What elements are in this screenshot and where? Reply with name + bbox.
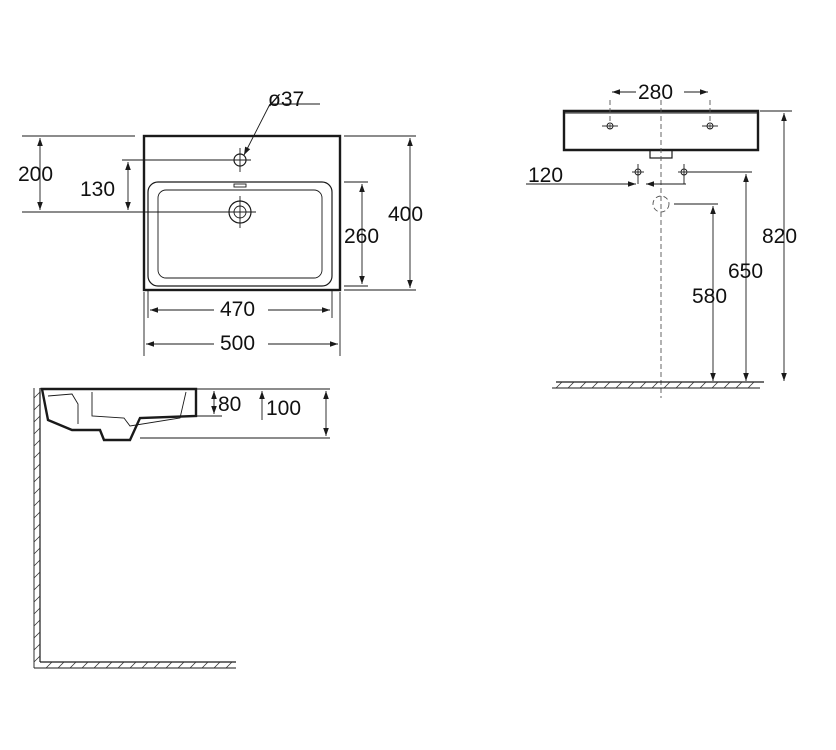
- overflow-slot: [233, 183, 247, 188]
- tap-hole-left: [602, 100, 618, 132]
- wall-hatching: [33, 391, 41, 663]
- tap-hole-right: [702, 100, 718, 132]
- dim-400: 400: [388, 203, 423, 226]
- dim-500: 500: [220, 332, 255, 355]
- dim-120: 120: [528, 164, 563, 187]
- dim-820: 820: [762, 225, 797, 248]
- top-view: ø37 200 130 260 400 470 500: [18, 88, 423, 356]
- basin-bowl-inner: [157, 189, 323, 279]
- front-view: 280 120 580 650 820: [526, 78, 797, 398]
- dim-100: 100: [266, 397, 301, 420]
- supply-right: [678, 164, 690, 184]
- dim-260: 260: [344, 225, 379, 248]
- waste-connection: [652, 195, 670, 213]
- dim-650: 650: [728, 260, 763, 283]
- floor-hatching: [45, 661, 233, 669]
- basin-outline: [142, 134, 342, 292]
- front-floor-hatching: [555, 381, 755, 389]
- dim-130: 130: [80, 178, 115, 201]
- dim-200: 200: [18, 163, 53, 186]
- basin-section: [40, 387, 198, 442]
- front-basin-outline: [562, 109, 760, 152]
- hole-diameter-label: ø37: [268, 88, 304, 111]
- dim-80: 80: [218, 393, 241, 416]
- side-view: 80 100: [33, 387, 330, 669]
- supply-left: [632, 164, 644, 184]
- dim-280: 280: [638, 81, 673, 104]
- basin-bowl: [147, 181, 333, 287]
- dim-580: 580: [692, 285, 727, 308]
- dim-470: 470: [220, 298, 255, 321]
